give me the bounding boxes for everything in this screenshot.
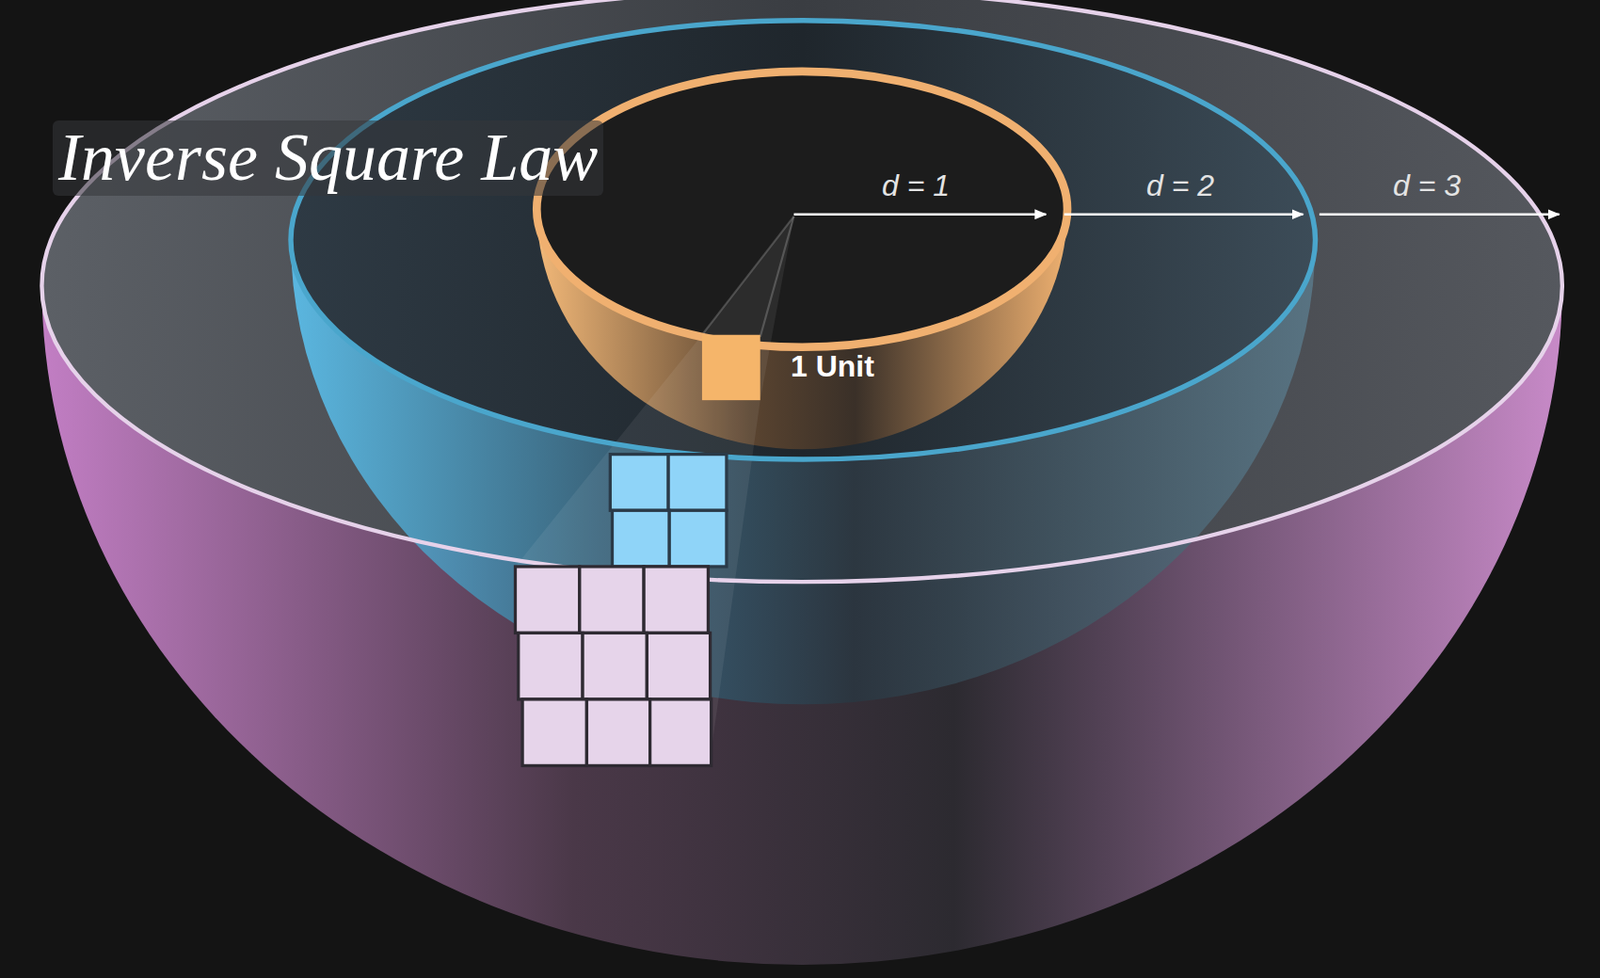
distance-label: d = 3 — [1389, 169, 1465, 203]
diagram-title: Inverse Square Law — [52, 120, 604, 195]
distance-label: d = 2 — [1142, 169, 1218, 203]
distance-label: d = 1 — [878, 169, 954, 203]
area-label: 1 Unit — [786, 350, 879, 384]
